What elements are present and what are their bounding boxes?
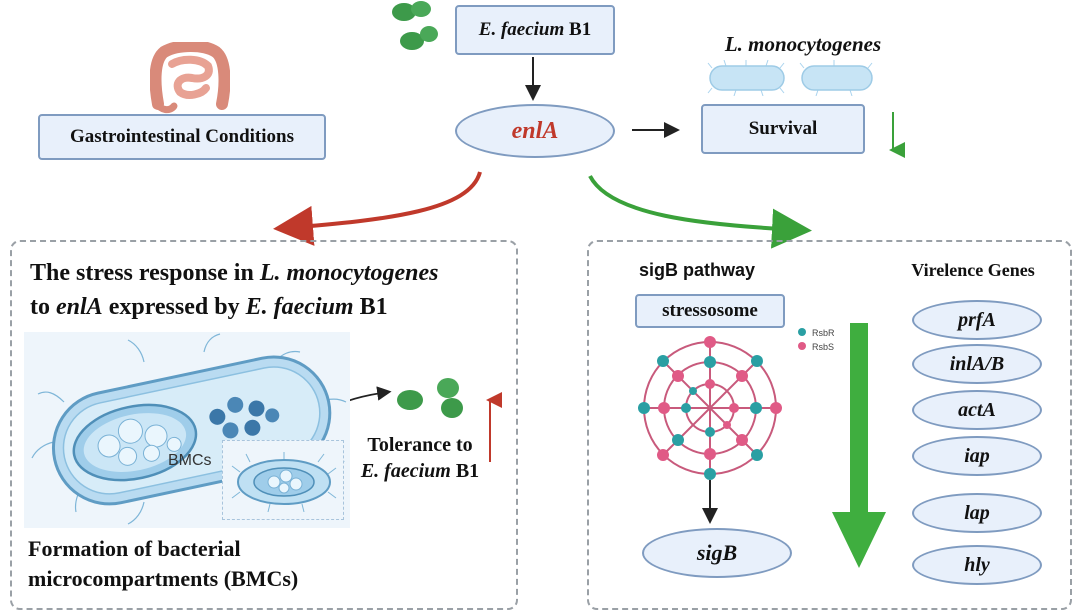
stress-response-panel (10, 240, 518, 610)
tolerance-strain: B1 (450, 460, 480, 482)
title-text: B1 (353, 294, 388, 320)
survival-box: Survival (701, 104, 865, 154)
title-text: to (30, 294, 56, 320)
enterococcus-icon (397, 378, 463, 418)
formation-line2: microcompartments (BMCs) (28, 566, 299, 591)
title-species: L. monocytogenes (259, 260, 439, 286)
bmcs-label: BMCs (168, 452, 212, 469)
sigb-label: sigB (696, 540, 738, 565)
sigb-virulence-panel (587, 240, 1072, 610)
formation-text: Formation of bacterial microcompartments… (28, 534, 348, 594)
title-gene: enlA (56, 294, 103, 320)
efaecium-name: E. faecium (478, 19, 565, 40)
tolerance-species: E. faecium (360, 460, 451, 482)
gi-conditions-box: Gastrointestinal Conditions (38, 114, 326, 160)
gene-iap: iap (912, 436, 1042, 476)
listeria-rod-icon (707, 60, 873, 96)
red-curved-arrow (273, 171, 482, 246)
gene-label: prfA (958, 308, 996, 331)
sigb-oval: sigB (642, 528, 792, 578)
enla-label: enlA (511, 117, 559, 144)
gi-conditions-label: Gastrointestinal Conditions (70, 126, 294, 147)
virulence-genes-title: Virelence Genes (911, 260, 1035, 280)
gene-label: hly (964, 553, 990, 576)
gene-acta: actA (912, 390, 1042, 430)
gene-hly: hly (912, 545, 1042, 585)
virulence-decrease-arrow (832, 323, 886, 568)
efaecium-b1-box: E. faecium B1 (455, 5, 615, 55)
tolerance-line1: Tolerance to (367, 434, 473, 456)
title-text: expressed by (102, 294, 246, 320)
stressosome-legend-markers (798, 328, 806, 350)
lmono-title: L. monocytogenes (724, 32, 882, 56)
sigb-pathway-title: sigB pathway (638, 260, 756, 280)
tolerance-text: Tolerance to E. faecium B1 (340, 432, 500, 484)
survival-label: Survival (748, 118, 818, 139)
enterococcus-icon (392, 1, 438, 50)
intestine-icon (150, 42, 230, 114)
enla-oval: enlA (455, 104, 615, 158)
gene-label: iap (964, 444, 990, 467)
stressosome-molecule-icon (638, 336, 782, 480)
gene-label: actA (958, 398, 996, 421)
gene-label: inlA/B (949, 352, 1005, 375)
stressosome-label: stressosome (662, 300, 758, 321)
formation-line1: Formation of bacterial (28, 536, 241, 561)
gene-lap: lap (912, 493, 1042, 533)
legend-rsbs: RsbS (812, 342, 835, 352)
gene-label: lap (964, 501, 990, 524)
efaecium-strain: B1 (564, 19, 592, 40)
gene-prfa: prfA (912, 300, 1042, 340)
gene-inla-b: inlA/B (912, 344, 1042, 384)
green-curved-arrow (588, 175, 812, 249)
stressosome-box: stressosome (635, 294, 785, 328)
legend-rsbr: RsbR (812, 328, 835, 338)
title-species: E. faecium (245, 294, 354, 320)
stress-response-title: The stress response in L. monocytogenes … (30, 256, 510, 324)
title-text: The stress response in (30, 260, 260, 286)
bmc-icon (231, 452, 337, 512)
